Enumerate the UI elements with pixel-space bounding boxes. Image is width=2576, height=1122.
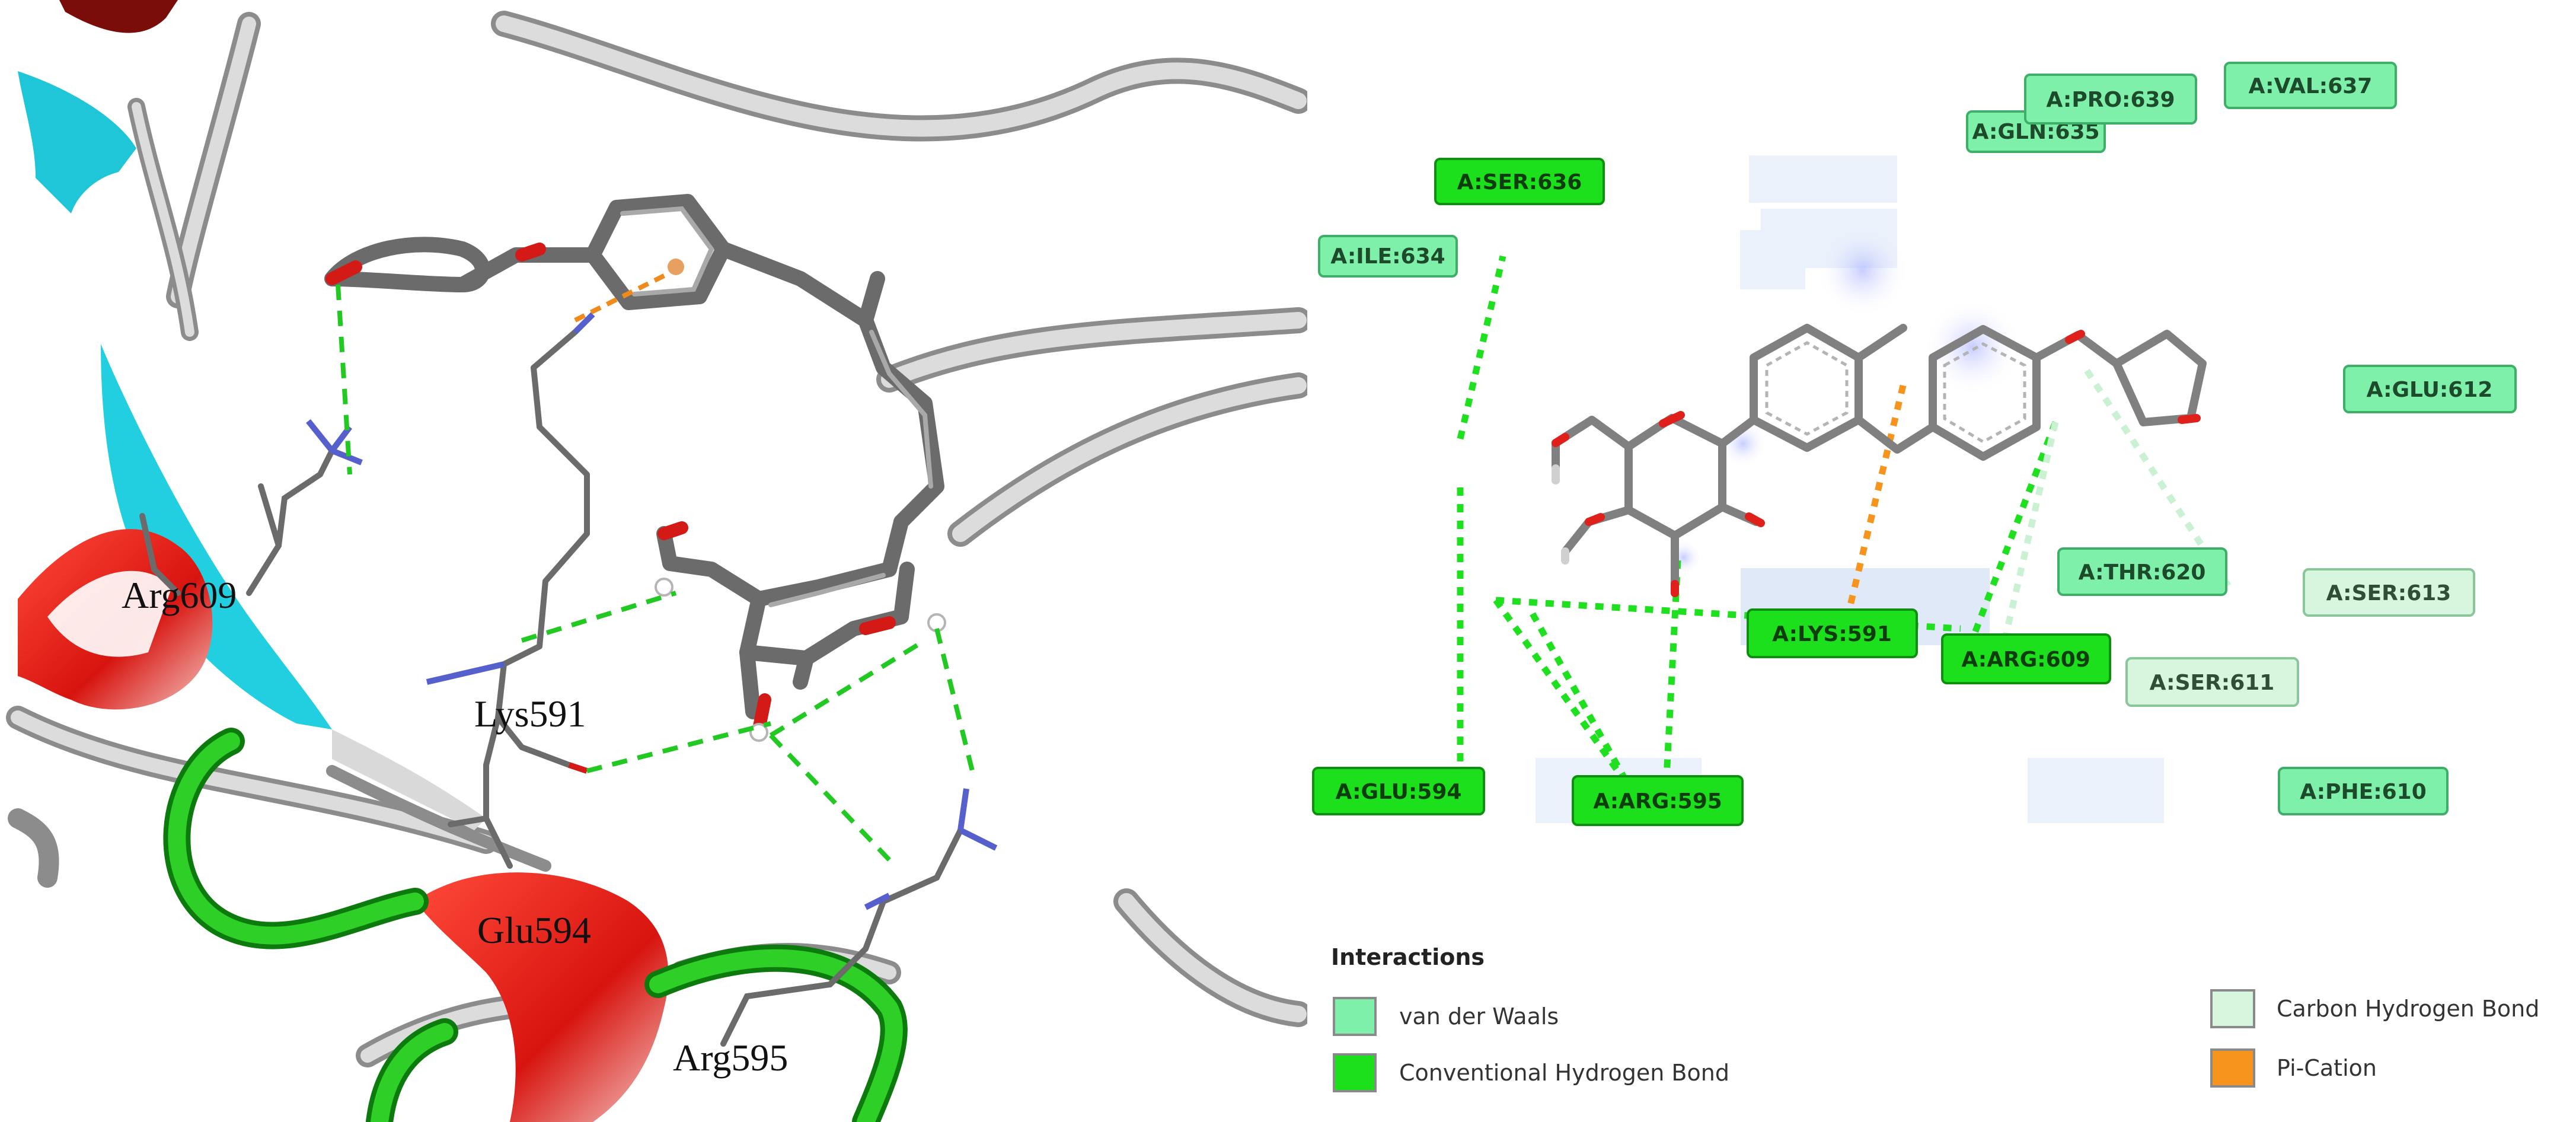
ligand-2d-oxygens bbox=[1552, 330, 2201, 597]
legend-item-pication: Pi-Cation bbox=[2210, 1048, 2377, 1088]
arg595-guanidinium bbox=[864, 788, 998, 910]
residue-val637[interactable]: A:VAL:637 bbox=[2224, 62, 2397, 109]
ligand-2d-aromatic bbox=[1765, 341, 2026, 444]
residue-ser636-label: A:SER:636 bbox=[1457, 170, 1582, 195]
legend-label-hbond: Conventional Hydrogen Bond bbox=[1399, 1060, 1729, 1086]
label-arg609: Arg609 bbox=[122, 574, 237, 616]
ring-centroid bbox=[668, 259, 684, 275]
legend-swatch-hbond bbox=[1333, 1053, 1377, 1092]
legend-swatch-vdw bbox=[1333, 997, 1377, 1036]
red-helix bbox=[18, 529, 669, 1122]
label-arg595: Arg595 bbox=[673, 1037, 788, 1079]
interaction-canvas: A:GLN:635 A:ILE:634 A:PRO:639 A:VAL:637 … bbox=[1312, 62, 2539, 1092]
ligand-sticks bbox=[324, 194, 944, 719]
arginine609-side-chain bbox=[139, 448, 335, 596]
residue-arg595[interactable]: A:ARG:595 bbox=[1572, 775, 1744, 826]
legend-swatch-pication bbox=[2210, 1048, 2255, 1088]
interaction-diagram: A:GLN:635 A:ILE:634 A:PRO:639 A:VAL:637 … bbox=[1310, 0, 2576, 1122]
residue-arg609[interactable]: A:ARG:609 bbox=[1941, 633, 2111, 684]
dark-red-ribbon bbox=[59, 0, 178, 33]
structure-panel: Arg609 Lys591 Glu594 Arg595 bbox=[6, 0, 1307, 1122]
residue-ile634[interactable]: A:ILE:634 bbox=[1318, 235, 1458, 278]
lysine-nitrogen bbox=[573, 312, 595, 334]
glu-oxygen bbox=[568, 762, 588, 774]
ligand-2d-hydrogens bbox=[1552, 464, 1569, 565]
lysine-amide-n bbox=[426, 661, 505, 685]
residue-arg595-label: A:ARG:595 bbox=[1593, 789, 1722, 814]
pi-cation-line bbox=[1846, 384, 1907, 609]
green-loops bbox=[163, 728, 908, 1122]
legend-label-chb: Carbon Hydrogen Bond bbox=[2277, 996, 2539, 1022]
legend-item-chb: Carbon Hydrogen Bond bbox=[2210, 989, 2539, 1028]
cyan-helix bbox=[18, 71, 486, 830]
legend-label-vdw: van der Waals bbox=[1399, 1003, 1559, 1029]
residue-val637-label: A:VAL:637 bbox=[2249, 74, 2373, 98]
residue-glu612[interactable]: A:GLU:612 bbox=[2343, 365, 2517, 413]
residue-pro639-label: A:PRO:639 bbox=[2046, 88, 2175, 112]
structure-canvas: Arg609 Lys591 Glu594 Arg595 bbox=[6, 0, 1307, 1122]
residue-ser613[interactable]: A:SER:613 bbox=[2303, 568, 2475, 617]
residue-pro639[interactable]: A:PRO:639 bbox=[2024, 74, 2197, 125]
residue-lys591[interactable]: A:LYS:591 bbox=[1747, 608, 1918, 658]
residue-arg609-label: A:ARG:609 bbox=[1961, 648, 2090, 672]
residue-glu594[interactable]: A:GLU:594 bbox=[1312, 767, 1485, 815]
residue-glu612-label: A:GLU:612 bbox=[2367, 378, 2493, 402]
legend: Interactions van der Waals Conventional … bbox=[1331, 944, 2539, 1092]
arginine595-side-chain bbox=[720, 827, 963, 1047]
residue-glu594-label: A:GLU:594 bbox=[1336, 780, 1462, 804]
residue-thr620-label: A:THR:620 bbox=[2079, 560, 2206, 585]
legend-item-hbond: Conventional Hydrogen Bond bbox=[1333, 1053, 1729, 1092]
residue-ser611-label: A:SER:611 bbox=[2150, 671, 2275, 695]
residue-ser611[interactable]: A:SER:611 bbox=[2125, 657, 2299, 707]
residue-ser636[interactable]: A:SER:636 bbox=[1434, 158, 1605, 205]
residue-lys591-label: A:LYS:591 bbox=[1772, 622, 1892, 646]
residue-thr620[interactable]: A:THR:620 bbox=[2057, 547, 2227, 596]
label-glu594: Glu594 bbox=[477, 909, 591, 951]
residue-phe610[interactable]: A:PHE:610 bbox=[2278, 767, 2449, 815]
hbond-dashes bbox=[336, 284, 975, 862]
legend-label-pication: Pi-Cation bbox=[2277, 1055, 2377, 1081]
lysine-side-chain bbox=[448, 329, 590, 869]
legend-swatch-chb bbox=[2210, 989, 2255, 1028]
legend-title: Interactions bbox=[1331, 944, 1485, 970]
residue-ile634-label: A:ILE:634 bbox=[1330, 244, 1445, 269]
label-lys591: Lys591 bbox=[474, 693, 586, 735]
ligand-highlights bbox=[620, 206, 933, 607]
residue-phe610-label: A:PHE:610 bbox=[2300, 780, 2427, 804]
legend-item-vdw: van der Waals bbox=[1333, 997, 1559, 1036]
ligand-hydrogens bbox=[655, 578, 946, 742]
grey-ribbons bbox=[6, 11, 1307, 1067]
residue-ser613-label: A:SER:613 bbox=[2326, 581, 2451, 605]
arg609-guanidinium bbox=[306, 419, 363, 466]
